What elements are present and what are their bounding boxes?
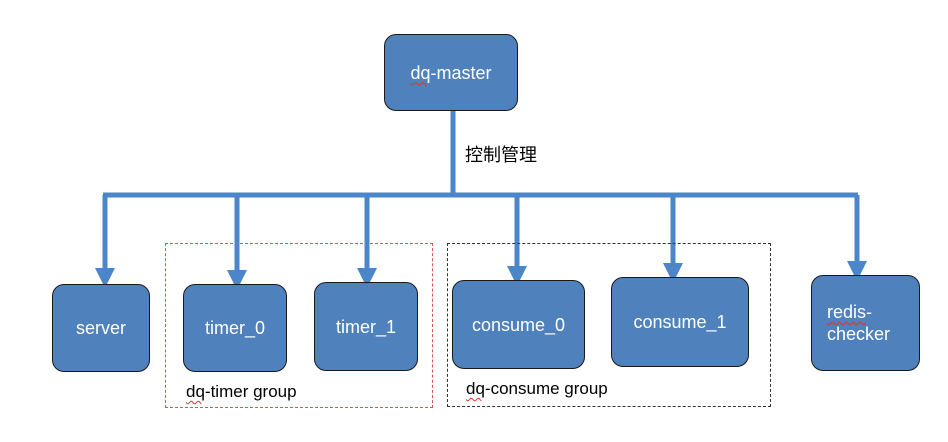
timer-1-label: timer_1 bbox=[335, 316, 397, 337]
timer-group-prefix: dq bbox=[186, 382, 205, 401]
consume-group-rest: -consume group bbox=[484, 379, 608, 398]
server-label: server bbox=[75, 318, 126, 338]
redis-checker-line2: checker bbox=[827, 324, 891, 344]
timer-group-label: dq-timer group bbox=[186, 382, 297, 402]
redis-checker-line1: redis bbox=[827, 302, 867, 322]
dq-master-prefix: dq bbox=[410, 62, 431, 83]
timer-group-rest: -timer group bbox=[204, 382, 297, 401]
redis-checker-hyphen: - bbox=[866, 302, 873, 322]
consume-1-label: consume_1 bbox=[633, 312, 727, 332]
consume-0-node: consume_0 bbox=[452, 280, 585, 369]
timer-0-label: timer_0 bbox=[204, 318, 266, 338]
consume-1-node: consume_1 bbox=[611, 277, 749, 367]
timer-0-node: timer_0 bbox=[183, 284, 287, 372]
consume-group-label: dq-consume group bbox=[466, 379, 608, 399]
consume-0-label: consume_0 bbox=[471, 314, 566, 335]
control-management-label: 控制管理 bbox=[465, 145, 537, 165]
consume-group-prefix: dq bbox=[466, 379, 485, 398]
timer-group-box bbox=[165, 243, 433, 408]
redis-checker-node: redis- checker bbox=[811, 275, 920, 371]
dq-master-label: -master bbox=[430, 62, 492, 83]
server-node: server bbox=[52, 284, 150, 372]
timer-1-node: timer_1 bbox=[314, 282, 418, 371]
dq-master-node: dq-master bbox=[384, 34, 518, 111]
consume-group-box bbox=[447, 243, 771, 407]
